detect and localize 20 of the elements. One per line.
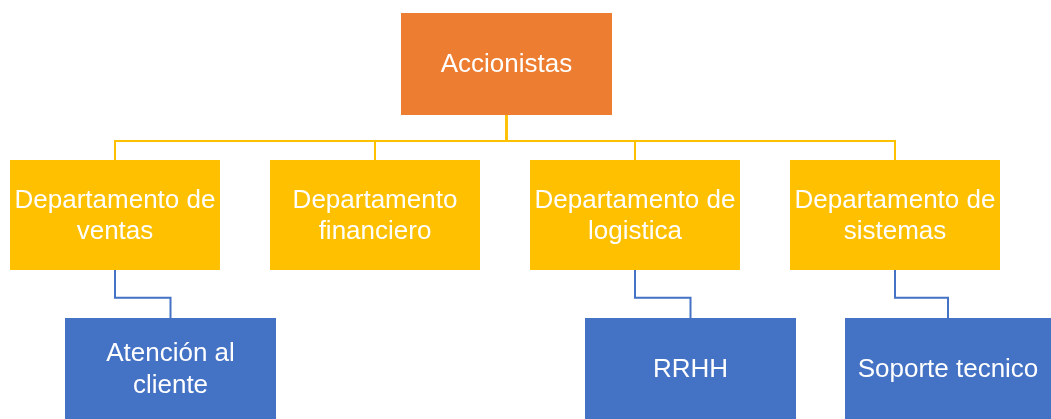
org-box xyxy=(401,13,612,115)
org-box xyxy=(530,160,740,270)
connector-line xyxy=(505,114,896,161)
box-label: Departamento financiero xyxy=(291,183,459,247)
org-box xyxy=(270,160,480,270)
org-box xyxy=(65,318,276,419)
box-label: Departamento de sistemas xyxy=(794,183,996,247)
connector-line xyxy=(894,269,949,319)
box-label: Atención al cliente xyxy=(105,337,236,400)
connector-line xyxy=(634,269,692,319)
org-box xyxy=(845,318,1051,419)
box-label: RRHH xyxy=(652,352,729,385)
org-box xyxy=(790,160,1000,270)
org-box xyxy=(585,318,796,419)
org-box xyxy=(10,160,220,270)
box-label: Departamento de ventas xyxy=(14,183,216,247)
box-label: Soporte tecnico xyxy=(857,352,1039,385)
box-label: Departamento de logistica xyxy=(534,183,736,247)
connector-line xyxy=(114,269,172,319)
box-label: Accionistas xyxy=(440,48,573,80)
